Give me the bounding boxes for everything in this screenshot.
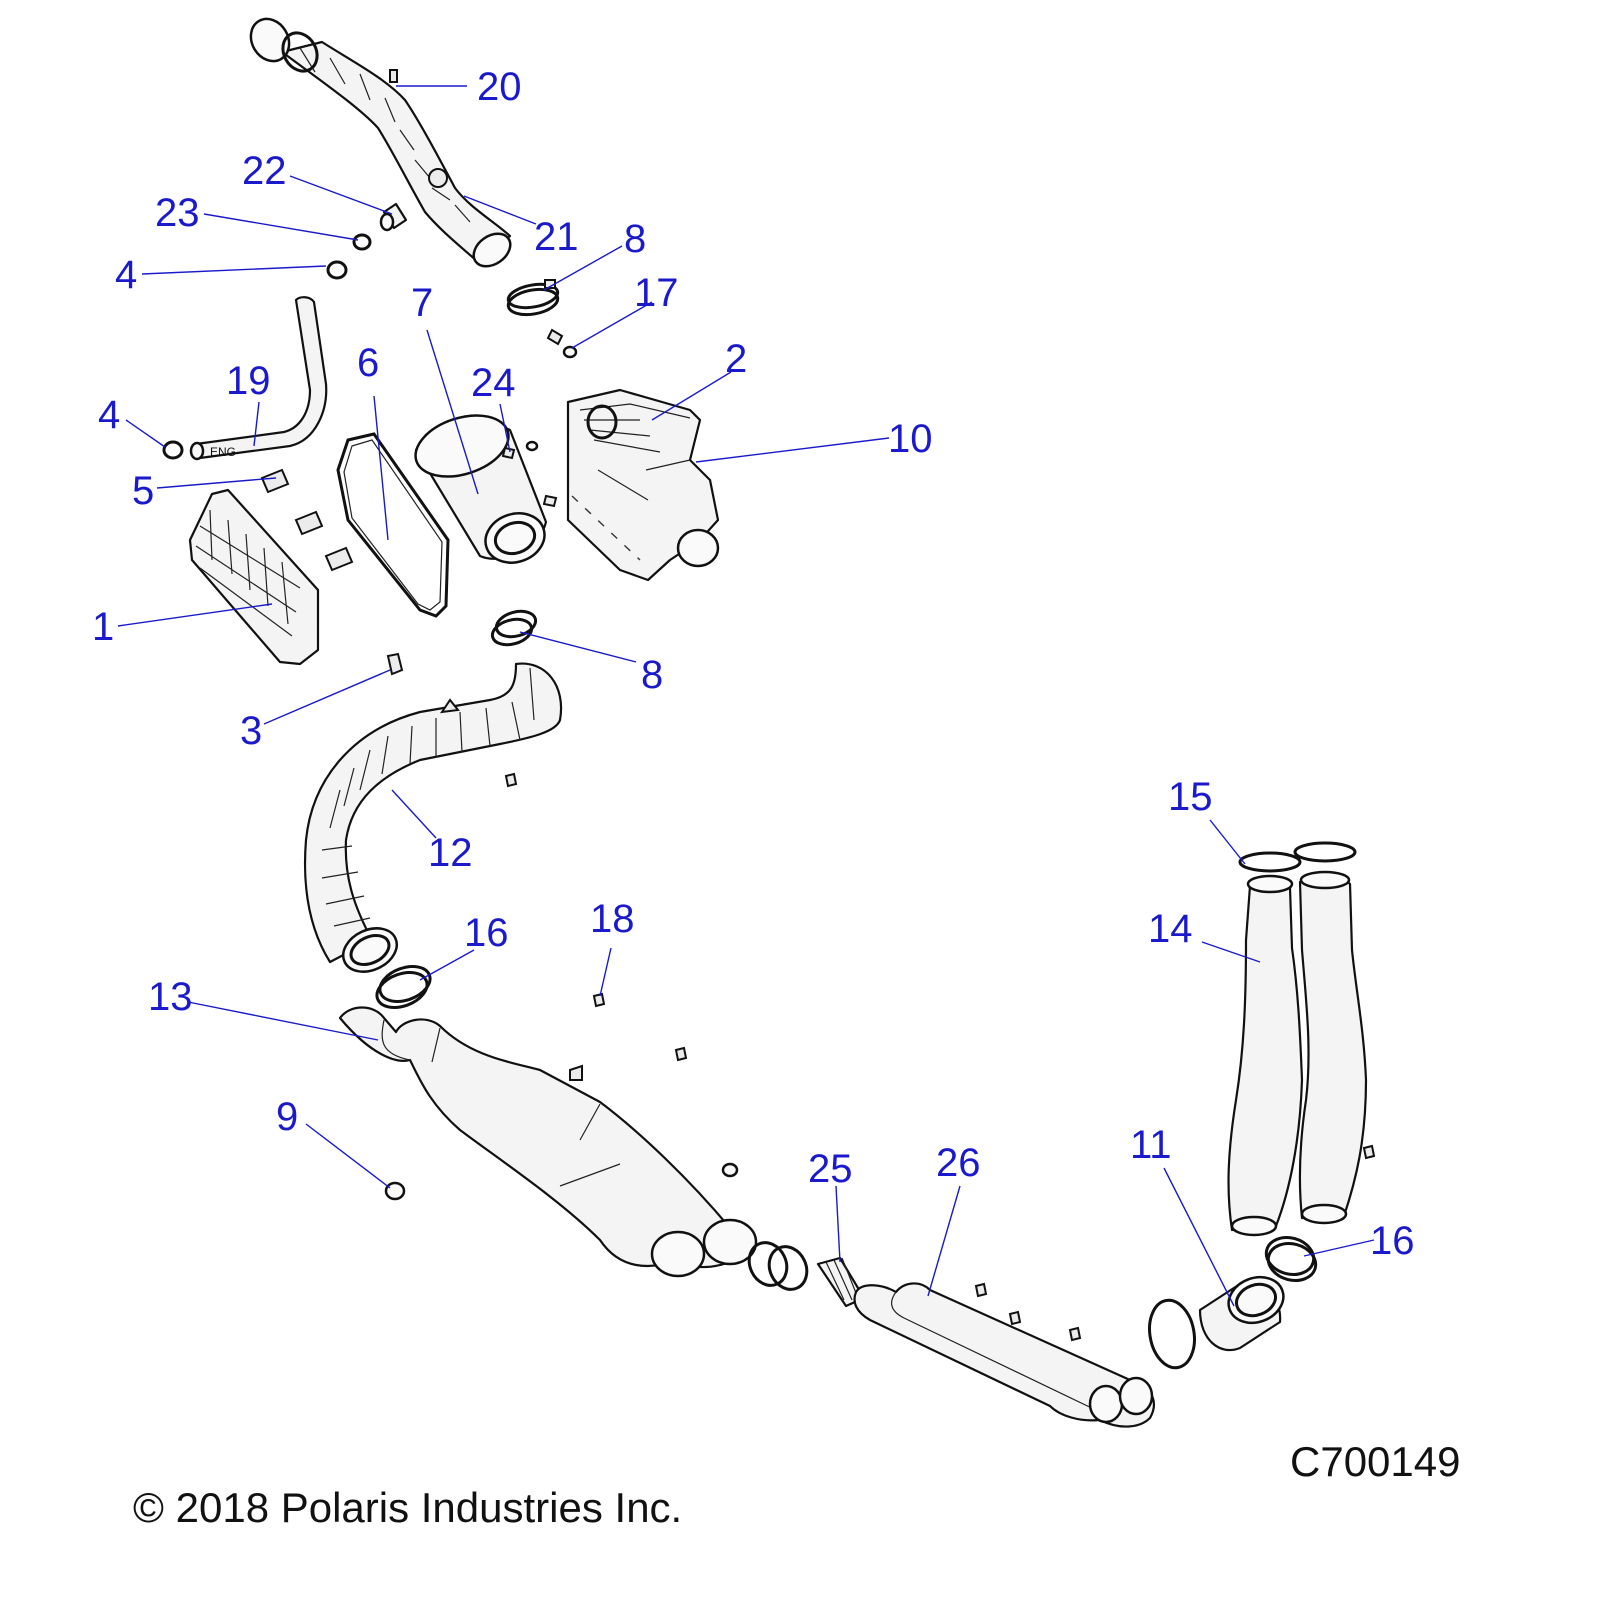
callout-9: 9 [276,1095,298,1139]
part-11-connector [1148,1275,1285,1370]
callout-16-left: 16 [464,911,509,955]
part-16-clamp-right [1264,1236,1318,1282]
part-7-air-filter [414,414,548,564]
part-22-nipple [379,202,408,232]
callout-16-right: 16 [1370,1219,1415,1263]
callout-21: 21 [534,215,579,259]
callout-24: 24 [471,361,516,405]
drawing-number: C700149 [1290,1438,1460,1485]
part-20-intake-duct [249,17,512,268]
callout-2: 2 [725,337,747,381]
part-8-clamp-lower [490,609,538,647]
part-25-coupler [747,1241,866,1308]
part-3-fitting [386,652,404,676]
part-6-seal [336,432,450,618]
callout-4-lower: 4 [98,393,120,437]
part-4-clamp-upper [326,260,348,280]
callout-20: 20 [477,65,522,109]
part-17-fastener [546,328,578,359]
copyright-notice: © 2018 Polaris Industries Inc. [133,1484,682,1531]
part-10-airbox [566,388,720,582]
callout-14: 14 [1148,907,1193,951]
part-19-breather-hose: ENG [189,296,328,461]
callout-17: 17 [634,271,679,315]
callout-13: 13 [148,975,193,1019]
part-26-twin-pipe [853,1282,1156,1428]
callout-1: 1 [92,605,114,649]
part-13-twin-duct [338,1006,758,1278]
callout-4-upper: 4 [115,253,137,297]
callout-19: 19 [226,359,271,403]
callout-3: 3 [240,709,262,753]
part-5-latches [260,468,354,572]
part-1-airbox-cover [188,488,320,666]
callout-26: 26 [936,1141,981,1185]
callout-labels: 20 22 21 23 8 4 17 7 6 24 2 19 10 4 5 1 … [92,65,1415,1263]
leader-lines [117,85,1375,1307]
callout-7: 7 [411,281,433,325]
callout-5: 5 [132,469,154,513]
callout-15: 15 [1168,775,1213,819]
part-16-clamp-left [375,965,432,1009]
callout-8-upper: 8 [624,217,646,261]
callout-8-lower: 8 [641,653,663,697]
part-18-fasteners [504,772,739,1178]
callout-11: 11 [1130,1123,1172,1167]
callout-18: 18 [590,897,635,941]
part-15-clamps [1238,841,1357,873]
part-12-duct [303,662,563,973]
callout-10: 10 [888,417,933,461]
part-9-plug [384,1181,406,1201]
part-14-twin-riser [1227,870,1376,1237]
callout-23: 23 [155,191,200,235]
callout-12: 12 [428,831,473,875]
part-4-clamp-lower [162,440,184,460]
part-23-clamp [352,233,372,251]
part-8-clamp-upper [506,279,560,317]
callout-25: 25 [808,1147,853,1191]
hose-marking: ENG [210,445,236,459]
callout-6: 6 [357,341,379,385]
callout-22: 22 [242,149,287,193]
part-24-fasteners [501,440,558,508]
